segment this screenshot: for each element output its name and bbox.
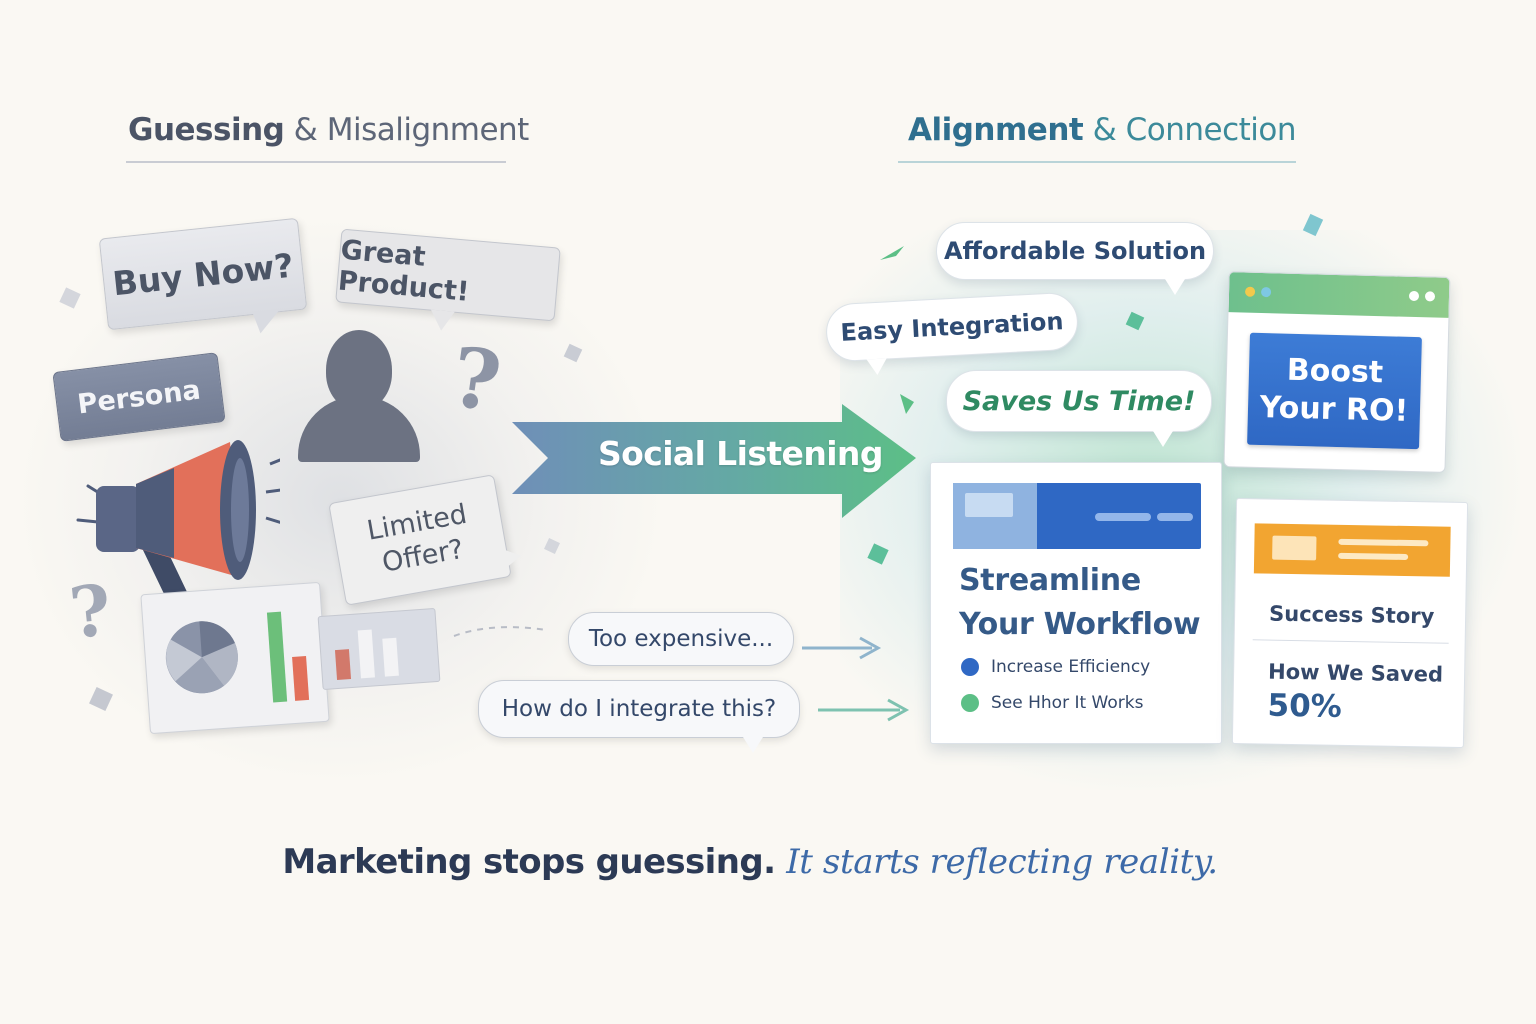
affordable-solution-label: Affordable Solution (943, 237, 1207, 265)
too-expensive-label: Too expensive... (588, 626, 774, 652)
leaf-icon (878, 244, 908, 262)
window-dot (1408, 290, 1420, 302)
left-heading: Guessing & Misalignment (128, 112, 529, 148)
success-title: Success Story (1268, 601, 1435, 629)
bullet-item: Increase Efficiency (961, 657, 1150, 677)
banner-line (1157, 513, 1193, 521)
window-dot (1260, 286, 1272, 298)
banner-image-block (953, 483, 1037, 549)
bullet-label: See Hhor It Works (991, 693, 1144, 713)
success-how-text: How We Saved (1267, 659, 1444, 687)
boost-roi-button[interactable]: Boost Your RO! (1247, 332, 1422, 450)
integrate-question-bubble: How do I integrate this? (478, 680, 800, 753)
tagline-italic: It starts reflecting reality. (786, 842, 1218, 882)
right-heading-strong: Alignment (908, 112, 1084, 148)
saves-time-bubble: Saves Us Time! (946, 370, 1212, 447)
left-heading-underline (126, 161, 506, 163)
dashed-connector (452, 620, 548, 640)
pie-chart-icon (165, 621, 238, 694)
browser-title-bar (1228, 272, 1450, 318)
saves-time-label: Saves Us Time! (962, 385, 1196, 417)
window-dot (1424, 291, 1436, 302)
tagline-bold: Marketing stops guessing. (282, 842, 776, 882)
success-banner (1253, 523, 1451, 577)
bubble-tail (501, 545, 523, 569)
buy-now-bubble: Buy Now? (98, 217, 308, 335)
bubble-tail (429, 309, 455, 332)
right-heading: Alignment & Connection (908, 112, 1297, 148)
divider (1252, 639, 1449, 644)
card-title: Streamline Your Workflow (959, 559, 1201, 647)
window-dot (1244, 286, 1256, 297)
integrate-question-label: How do I integrate this? (501, 696, 777, 722)
bubble-tail (1165, 279, 1185, 295)
left-heading-rest: & Misalignment (284, 112, 530, 148)
persona-label: Persona (75, 374, 203, 420)
buy-now-label: Buy Now? (110, 245, 296, 303)
boost-line1: Boost (1286, 352, 1384, 391)
success-story-card: Success Story How We Saved 50% (1231, 497, 1469, 749)
boost-line2: Your RO! (1259, 389, 1409, 429)
banner-line (1095, 513, 1151, 521)
social-listening-arrow (512, 400, 920, 522)
right-arrow-icon (816, 698, 910, 722)
card-header-banner (953, 483, 1201, 549)
leaf-icon (896, 392, 918, 416)
megaphone-icon (70, 430, 297, 620)
bar-chart-card (317, 607, 441, 691)
right-heading-underline (898, 161, 1296, 163)
great-product-label: Great Product! (336, 234, 471, 308)
too-expensive-bubble: Too expensive... (568, 612, 794, 666)
streamline-workflow-card: Streamline Your Workflow Increase Effici… (930, 462, 1222, 744)
arrow-label: Social Listening (598, 434, 883, 473)
bubble-tail (1153, 431, 1173, 447)
analytics-chart-card (140, 581, 330, 735)
bullet-label: Increase Efficiency (991, 657, 1151, 677)
bullet-dot-icon (961, 694, 979, 712)
card-title-line2: Your Workflow (959, 607, 1201, 642)
bullet-item: See Hhor It Works (961, 693, 1143, 713)
card-title-line1: Streamline (959, 563, 1141, 598)
bubble-tail (743, 737, 763, 753)
affordable-solution-bubble: Affordable Solution (936, 222, 1214, 295)
left-heading-strong: Guessing (128, 112, 285, 148)
tagline: Marketing stops guessing. It starts refl… (0, 842, 1500, 882)
right-heading-rest: & Connection (1083, 112, 1297, 148)
bullet-dot-icon (961, 658, 979, 676)
success-percentage: 50% (1267, 687, 1343, 725)
bubble-tail (866, 358, 888, 376)
browser-window: Boost Your RO! (1223, 271, 1451, 473)
easy-integration-label: Easy Integration (839, 307, 1065, 347)
right-arrow-icon (800, 636, 882, 660)
